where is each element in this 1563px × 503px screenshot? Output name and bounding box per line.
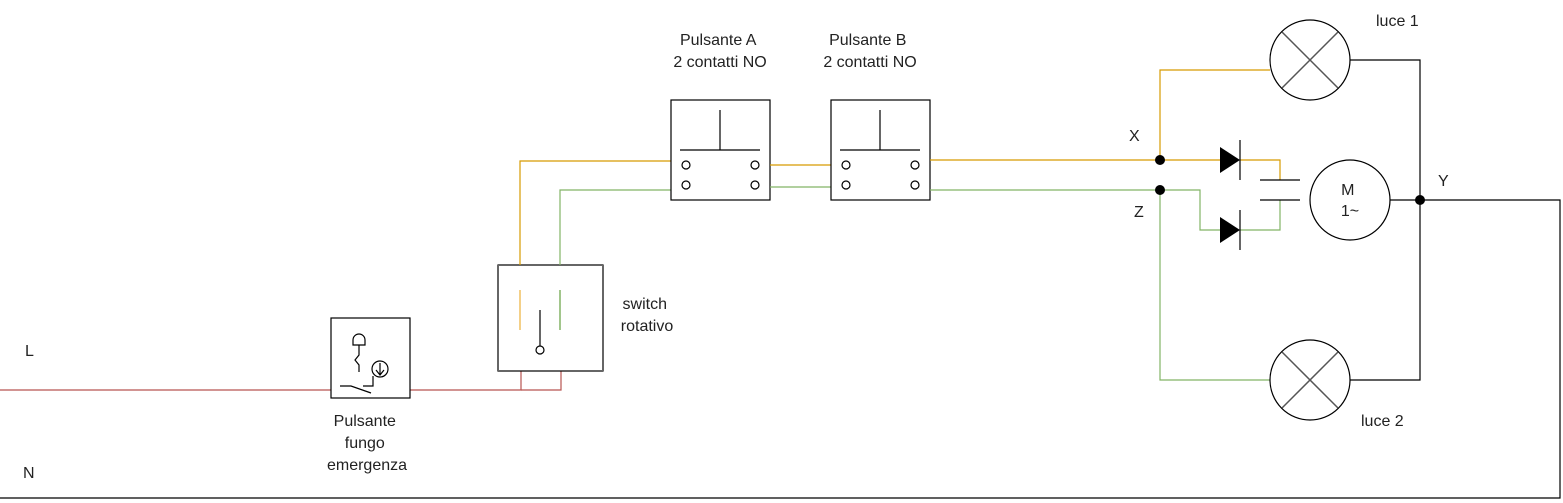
wire-lamps-to-y[interactable] — [1350, 59, 1421, 381]
button-a-label: Pulsante A 2 contatti NO — [673, 32, 766, 71]
green-wire-switch-to-a[interactable] — [559, 189, 672, 265]
node-y-label: Y — [1438, 173, 1449, 190]
node-y-dot — [1415, 195, 1425, 205]
green-wire-z-to-lamp2[interactable] — [1159, 190, 1270, 381]
motor-circle — [1309, 159, 1391, 241]
node-x-label: X — [1129, 128, 1140, 145]
orange-wire-x-to-lamp1[interactable] — [1159, 69, 1270, 160]
lamp-2-label: luce 2 — [1361, 413, 1404, 430]
node-z-dot — [1155, 185, 1165, 195]
neutral-wire[interactable] — [0, 199, 1561, 499]
diode-1-icon — [1220, 140, 1241, 180]
orange-wire-switch-to-a[interactable] — [519, 160, 672, 265]
emergency-button[interactable] — [330, 317, 411, 399]
emergency-button-box — [330, 317, 411, 399]
button-a[interactable] — [670, 99, 771, 201]
motor-label: M 1~ — [1341, 182, 1359, 220]
lamp-2[interactable] — [1269, 339, 1351, 421]
button-b[interactable] — [830, 99, 931, 201]
phase-label: L — [25, 343, 34, 360]
rotary-switch[interactable] — [497, 264, 604, 372]
rotary-switch-label: switch rotativo — [621, 296, 674, 335]
button-b-label: Pulsante B 2 contatti NO — [823, 32, 916, 71]
switch-pivot-icon — [535, 345, 545, 355]
node-x-dot — [1155, 155, 1165, 165]
mushroom-push-icon — [340, 333, 389, 394]
green-wire-z-to-diode2[interactable] — [1160, 189, 1220, 231]
motor[interactable]: M 1~ — [1309, 159, 1391, 241]
capacitor-icon — [1260, 179, 1300, 201]
neutral-label: N — [23, 465, 35, 482]
emergency-button-label: Pulsante fungo emergenza — [327, 413, 407, 474]
phase-wire-to-switch-right[interactable] — [521, 371, 562, 391]
diode-2-icon — [1220, 210, 1241, 250]
rotary-switch-box — [497, 264, 604, 372]
node-z-label: Z — [1134, 204, 1144, 221]
lamp-1-label: luce 1 — [1376, 13, 1419, 30]
green-wire-diode2-to-cap[interactable] — [1240, 200, 1281, 231]
orange-wire-diode1-to-cap[interactable] — [1240, 159, 1281, 180]
lamp-1[interactable] — [1269, 19, 1351, 101]
phase-wire-to-switch-left[interactable] — [410, 371, 522, 391]
